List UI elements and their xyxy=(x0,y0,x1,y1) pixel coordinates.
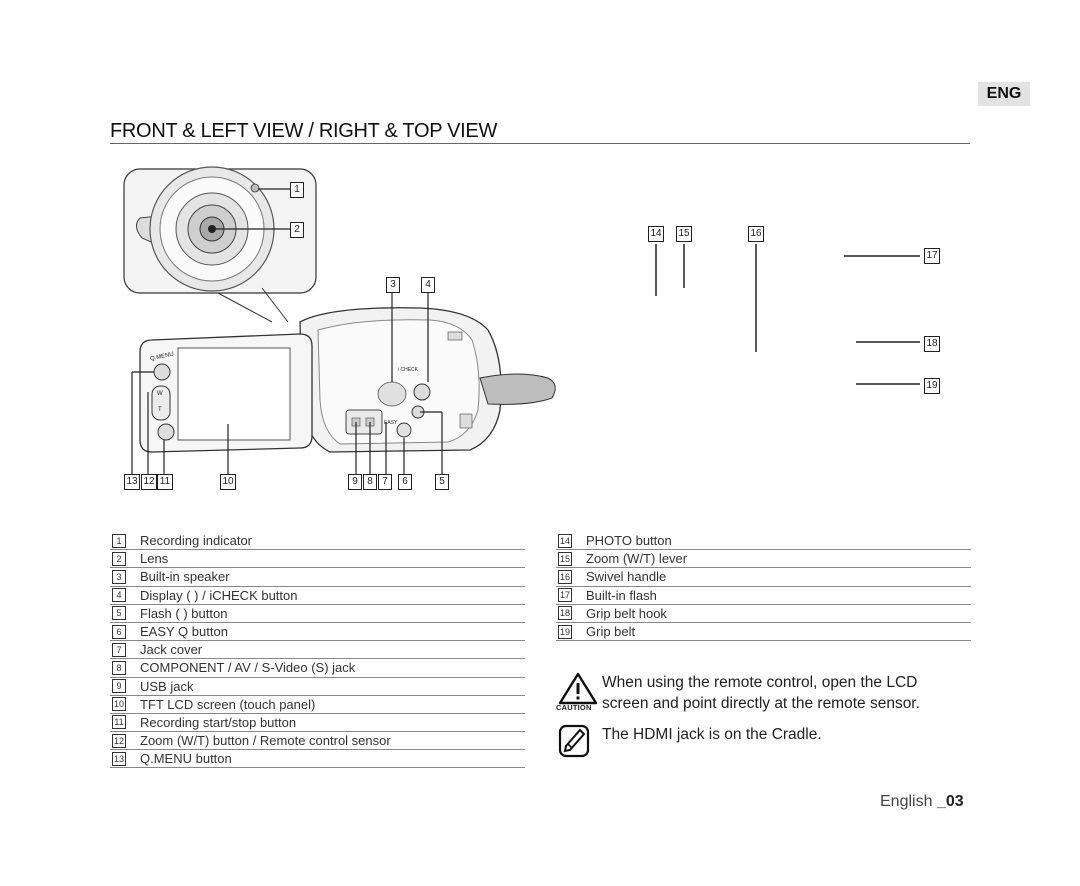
callout-18: 18 xyxy=(924,336,940,352)
callout-2: 2 xyxy=(290,222,304,238)
caution-label: CAUTION xyxy=(556,703,592,712)
callout-4: 4 xyxy=(421,277,435,293)
lens-inset xyxy=(123,166,317,294)
icheck-text-label: i CHECK xyxy=(398,367,419,373)
callout-3: 3 xyxy=(386,277,400,293)
callout-13: 13 xyxy=(124,474,140,490)
caution-text: When using the remote control, open the … xyxy=(602,674,920,712)
note-text: The HDMI jack is on the Cradle. xyxy=(602,726,822,743)
caution-icon xyxy=(558,672,598,705)
t-text-label: T xyxy=(158,407,162,413)
callout-8: 8 xyxy=(363,474,377,490)
callout-17: 17 xyxy=(924,248,940,264)
callout-7: 7 xyxy=(378,474,392,490)
note-block: The HDMI jack is on the Cradle. xyxy=(556,724,956,760)
callout-1: 1 xyxy=(290,182,304,198)
leader-lines-right xyxy=(655,244,920,385)
page-footer: English _03 xyxy=(880,793,964,811)
callout-11: 11 xyxy=(157,474,173,490)
camcorder-body xyxy=(299,307,556,453)
lcd-panel xyxy=(139,333,313,453)
callout-16: 16 xyxy=(748,226,764,242)
page-title: FRONT & LEFT VIEW / RIGHT & TOP VIEW xyxy=(110,120,498,142)
leader-lines-left xyxy=(131,188,443,474)
footer-page-number: _03 xyxy=(936,793,964,810)
callout-15: 15 xyxy=(676,226,692,242)
callout-14: 14 xyxy=(648,226,664,242)
callout-6: 6 xyxy=(398,474,412,490)
callout-9: 9 xyxy=(348,474,362,490)
callout-12: 12 xyxy=(141,474,157,490)
easy-text-label: EASY xyxy=(384,420,398,426)
callout-19: 19 xyxy=(924,378,940,394)
callout-5: 5 xyxy=(435,474,449,490)
footer-language: English xyxy=(880,793,933,810)
caution-block: CAUTION When using the remote control, o… xyxy=(556,672,956,714)
callout-10: 10 xyxy=(220,474,236,490)
note-icon xyxy=(558,724,590,758)
w-text-label: W xyxy=(157,391,163,397)
language-badge: ENG xyxy=(978,82,1030,106)
title-divider xyxy=(110,143,970,144)
